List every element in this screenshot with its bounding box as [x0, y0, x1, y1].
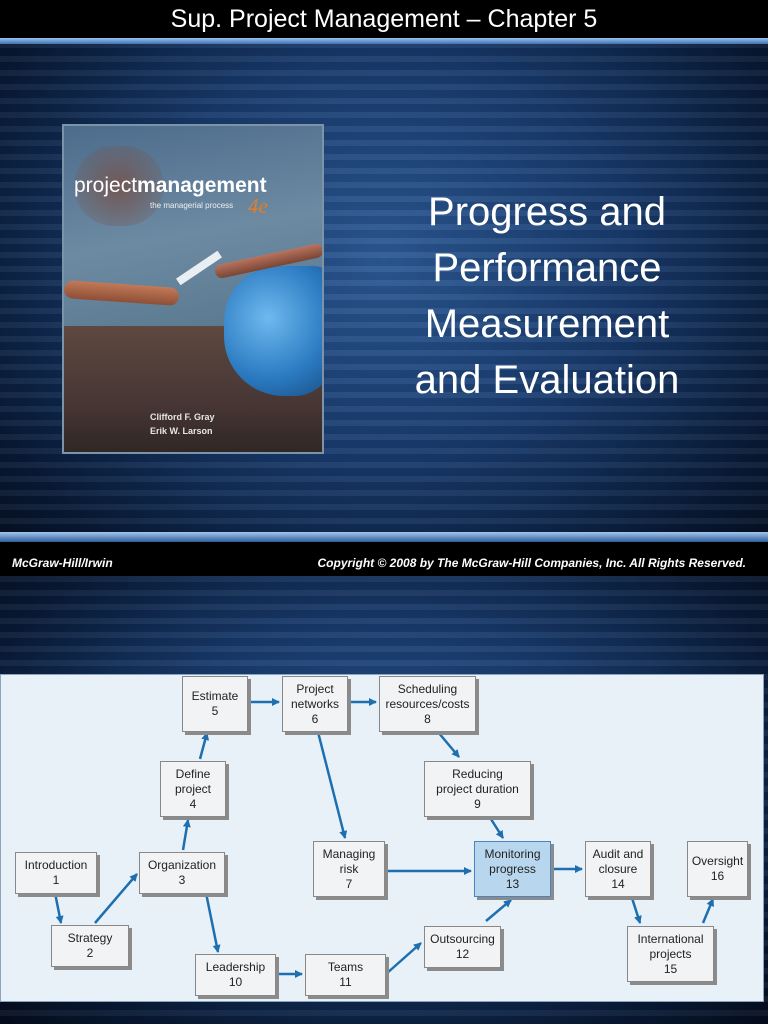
box-label: project [174, 781, 212, 796]
box-label: project duration [436, 781, 519, 796]
chapter-box-organization: Organization 3 [139, 852, 225, 894]
title-slide: Sup. Project Management – Chapter 5 proj… [0, 0, 768, 576]
box-label: Teams [327, 960, 364, 974]
chapter-box-leadership: Leadership 10 [195, 954, 276, 996]
chapter-box-international: International projects 15 [627, 926, 714, 982]
book-title-light: project [74, 174, 138, 197]
footer-bar [0, 542, 768, 576]
header-divider [0, 38, 768, 44]
box-number: 4 [189, 796, 197, 811]
box-label: Outsourcing [430, 932, 495, 946]
box-number: 6 [311, 711, 319, 726]
box-label: progress [489, 861, 536, 876]
box-number: 12 [455, 947, 470, 961]
arrow-scheduling-reducing [437, 731, 460, 758]
copyright-notice: Copyright © 2008 by The McGraw-Hill Comp… [317, 556, 747, 570]
box-label: Monitoring [484, 846, 541, 861]
arrow-strategy-organization [94, 873, 138, 924]
box-label: projects [649, 946, 692, 961]
arrow-international-oversight [701, 898, 715, 924]
chapter-flow-diagram: Introduction 1 Strategy 2 Organization 3… [0, 674, 764, 1002]
box-label: resources/costs [385, 696, 470, 711]
box-label: Audit and [592, 846, 644, 861]
chapter-box-outsourcing: Outsourcing 12 [424, 926, 501, 968]
box-number: 9 [474, 796, 481, 811]
arrow-networks-risk [316, 731, 348, 839]
arrow-define-estimate [198, 732, 210, 760]
box-number: 2 [86, 946, 94, 960]
box-label: Reducing [452, 766, 503, 781]
book-author: Erik W. Larson [150, 426, 213, 436]
box-number: 7 [345, 876, 353, 891]
book-cover-image: projectmanagement the managerial process… [62, 124, 324, 454]
book-title-bold: management [137, 174, 267, 197]
chapter-box-strategy: Strategy 2 [51, 925, 129, 967]
box-label: Project [296, 681, 334, 696]
box-label: Strategy [67, 931, 113, 945]
arrow-reducing-monitoring [487, 815, 505, 839]
chapter-header: Sup. Project Management – Chapter 5 [0, 0, 768, 38]
box-label: risk [339, 861, 359, 876]
arrow-intro-strategy [53, 892, 64, 924]
book-title: projectmanagement [74, 174, 267, 198]
publisher-label: McGraw-Hill/Irwin [12, 556, 113, 570]
title-line: Performance [432, 246, 662, 290]
title-line: and Evaluation [414, 358, 680, 402]
box-label: Leadership [205, 960, 266, 974]
cover-runner [224, 266, 322, 396]
title-line: Progress and [428, 190, 666, 234]
arrow-audit-international [630, 897, 642, 924]
cover-arm [64, 280, 180, 306]
flow-arrows [53, 698, 715, 978]
arrow-outsourcing-monitoring [485, 899, 512, 922]
chapter-box-reducing-duration: Reducing project duration 9 [424, 761, 531, 817]
box-label: International [637, 931, 704, 946]
chapter-box-audit-closure: Audit and closure 14 [585, 841, 651, 897]
chapter-box-introduction: Introduction 1 [15, 852, 97, 894]
box-number: 1 [52, 873, 60, 887]
book-author: Clifford F. Gray [150, 412, 215, 422]
chapter-box-monitoring-progress: Monitoring progress 13 [474, 841, 551, 897]
box-number: 11 [339, 975, 352, 989]
chapter-box-managing-risk: Managing risk 7 [313, 841, 385, 897]
box-label: Oversight [691, 854, 744, 868]
chapter-box-oversight: Oversight 16 [687, 841, 748, 897]
chapter-box-teams: Teams 11 [305, 954, 386, 996]
chapter-box-project-networks: Project networks 6 [282, 676, 348, 732]
footer-divider [0, 532, 768, 542]
box-number: 16 [710, 869, 725, 883]
chapter-box-estimate: Estimate 5 [182, 676, 248, 732]
box-label: Managing [322, 846, 376, 861]
box-label: networks [290, 696, 340, 711]
chapter-map-slide: Introduction 1 Strategy 2 Organization 3… [0, 576, 768, 1024]
slide-main-title: Progress and Performance Measurement and… [360, 184, 734, 408]
arrow-organization-define [181, 819, 191, 851]
box-number: 13 [505, 876, 520, 891]
cover-motion-blur [74, 146, 164, 226]
box-label: Introduction [24, 858, 88, 872]
chapter-box-define-project: Define project 4 [160, 761, 226, 817]
arrow-organization-leadership [204, 892, 221, 953]
box-label: Organization [147, 858, 217, 872]
book-edition: 4e [248, 194, 268, 218]
chapter-box-scheduling: Scheduling resources/costs 8 [379, 676, 476, 732]
box-label: closure [598, 861, 638, 876]
box-number: 8 [424, 711, 431, 726]
box-label: Scheduling [397, 681, 458, 696]
box-label: Estimate [191, 689, 239, 703]
box-number: 14 [611, 876, 625, 891]
box-number: 5 [211, 704, 219, 718]
title-line: Measurement [424, 302, 670, 346]
book-subtitle: the managerial process [150, 201, 234, 210]
arrow-teams-outsourcing [385, 942, 422, 975]
box-number: 15 [663, 961, 678, 976]
box-number: 3 [178, 873, 186, 887]
box-label: Define [175, 766, 211, 781]
box-number: 10 [228, 975, 243, 989]
